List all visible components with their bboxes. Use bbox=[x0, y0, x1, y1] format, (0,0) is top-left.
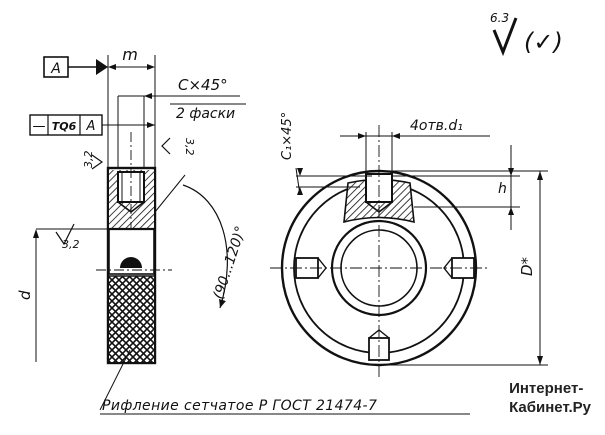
dim-D: D* bbox=[518, 256, 536, 276]
dim-chamfer-note: 2 фаски bbox=[176, 106, 235, 122]
roughness-value: 6.3 bbox=[490, 11, 509, 25]
watermark-line2: Кабинет.Ру bbox=[509, 399, 591, 416]
bore-hole bbox=[120, 257, 142, 268]
roughness-right: 3,2 bbox=[183, 138, 196, 156]
dim-d: d bbox=[16, 290, 34, 300]
check-mark-icon bbox=[492, 17, 518, 57]
datum-label: A bbox=[50, 61, 61, 77]
roughness-general: 6.3 (✓) bbox=[490, 11, 563, 57]
dim-angle: (90...120)° bbox=[211, 224, 250, 301]
dim-chamfer: C×45° bbox=[178, 76, 228, 94]
dim-c1: C₁×45° bbox=[280, 112, 295, 160]
tolerance-value: TQ6 bbox=[52, 120, 77, 133]
roughness-bore: 3,2 bbox=[62, 238, 80, 251]
side-section-view: A m C×45° 2 фаски — TQ6 A 3,2 3,2 bbox=[16, 45, 250, 411]
knurl-note: Рифление сетчатое Р ГОСТ 21474-7 bbox=[102, 398, 377, 414]
watermark: Интернет- Кабинет.Ру bbox=[509, 379, 591, 417]
dim-m: m bbox=[122, 45, 138, 64]
front-view: C₁×45° 4отв.d₁ h D* bbox=[270, 112, 548, 378]
datum-triangle bbox=[96, 59, 108, 75]
tolerance-symbol: — bbox=[33, 119, 46, 134]
watermark-line1: Интернет- bbox=[509, 380, 584, 397]
roughness-bracket: (✓) bbox=[524, 28, 563, 56]
dim-holes: 4отв.d₁ bbox=[410, 118, 463, 134]
tolerance-datum: A bbox=[86, 119, 96, 134]
dim-h: h bbox=[498, 181, 507, 197]
knurled-surface bbox=[109, 276, 154, 362]
roughness-left: 3,2 bbox=[82, 151, 95, 169]
